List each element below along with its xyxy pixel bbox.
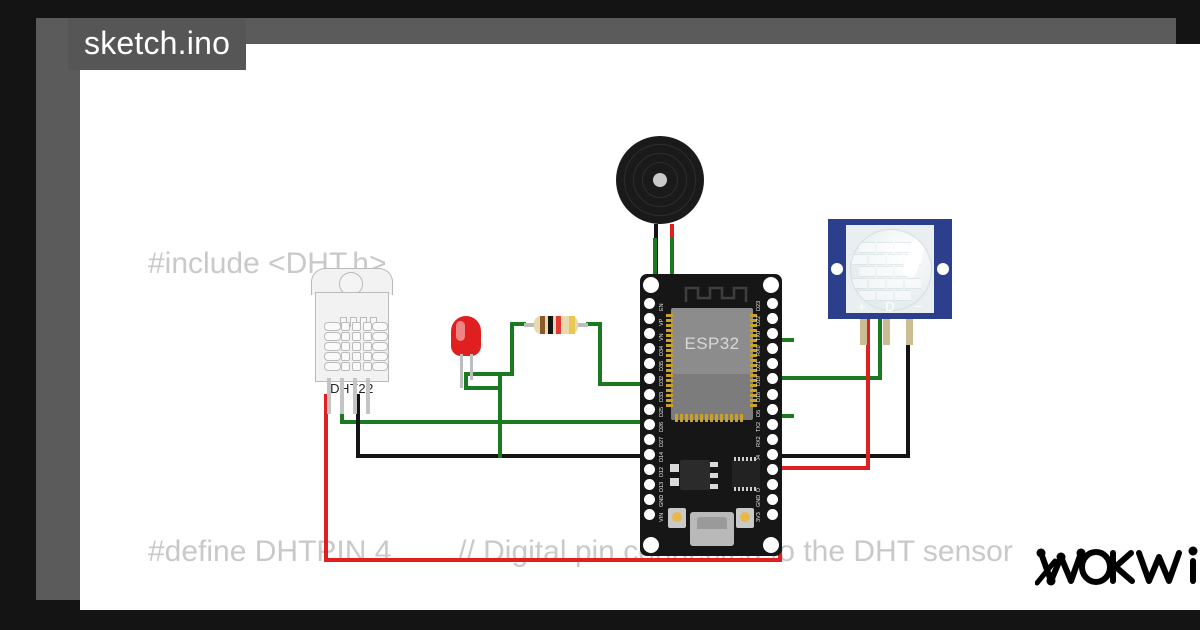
buzzer-ring xyxy=(642,162,678,198)
board-mount-hole xyxy=(643,277,659,293)
resistor-band xyxy=(556,316,561,334)
dht22-body: DHT22 xyxy=(315,292,389,396)
pin-label: D13 xyxy=(659,482,665,493)
pin-label: D25 xyxy=(659,406,665,417)
buzzer-ring xyxy=(633,153,687,207)
pin-label: VIN xyxy=(659,513,665,523)
wifi-antenna-icon xyxy=(684,286,748,302)
pin-label: VP xyxy=(659,318,665,327)
esp32-solder-pads xyxy=(750,314,757,407)
pin-label: VN xyxy=(659,333,665,342)
esp32-solder-pads xyxy=(675,414,743,422)
esp32-solder-pads xyxy=(666,314,673,407)
usb-port-icon xyxy=(690,512,734,546)
component-layer: DHT22 xyxy=(80,44,1200,610)
pin-label: D18 xyxy=(756,391,762,402)
pin-label: D22 xyxy=(756,316,762,327)
resistor-band xyxy=(540,316,545,334)
file-tab-sketch-ino[interactable]: sketch.ino xyxy=(68,18,247,70)
boot-button[interactable] xyxy=(668,508,686,528)
esp32-board-component[interactable]: ESP32 xyxy=(640,274,782,556)
resistor-lead xyxy=(576,323,588,327)
regulator-pad xyxy=(710,473,718,478)
pin-label: 3V3 xyxy=(756,512,762,523)
pin-label: RX0 xyxy=(756,345,762,357)
led-lead xyxy=(470,354,473,380)
buzzer-vent-hole xyxy=(653,173,667,187)
pir-pin-label-plus: + xyxy=(858,299,866,314)
board-mount-hole xyxy=(763,537,779,553)
resistor-lead xyxy=(524,323,536,327)
esp32-chip-label: ESP32 xyxy=(684,334,740,353)
pir-leads xyxy=(860,319,913,345)
code-line: #include <DHT.h> xyxy=(148,247,387,280)
pin-label: D14 xyxy=(659,451,665,462)
editor-frame: #include <DHT.h> #define DHTPIN 4 // Dig… xyxy=(36,18,1200,610)
esp32-pin-labels-left: EN VP VN D34 D35 D32 D33 D25 D26 D27 D14… xyxy=(657,300,668,522)
usb-uart-chip-icon xyxy=(732,457,760,491)
board-mount-hole xyxy=(643,537,659,553)
pin-label: D35 xyxy=(659,361,665,372)
pir-pin-label-minus: − xyxy=(914,299,922,314)
pin-label: D23 xyxy=(756,300,762,311)
pin-label: TX0 xyxy=(756,331,762,342)
resistor-band xyxy=(548,316,553,334)
pin-label: GND xyxy=(756,494,762,508)
pin-label: D12 xyxy=(659,466,665,478)
pin-label: D19 xyxy=(756,376,762,387)
pin-label: D32 xyxy=(659,376,665,387)
pir-pin-label-data: D xyxy=(885,299,895,314)
led-component[interactable] xyxy=(451,316,481,388)
pin-label: D34 xyxy=(659,346,665,357)
dht22-component[interactable]: DHT22 xyxy=(311,268,393,414)
pin-label: D33 xyxy=(659,391,665,402)
pin-label: GND xyxy=(659,494,665,508)
pin-label: EN xyxy=(659,303,665,311)
pir-mount-hole xyxy=(937,263,949,275)
wokwi-logo xyxy=(1035,539,1200,591)
esp32-header-right[interactable] xyxy=(767,298,778,521)
regulator-pad xyxy=(670,478,679,486)
dht22-leads xyxy=(327,378,370,414)
buzzer-component[interactable] xyxy=(616,136,704,224)
pin-label: D5 xyxy=(756,409,762,417)
buzzer-ring xyxy=(624,144,696,216)
voltage-regulator-icon xyxy=(680,460,710,490)
wokwi-logo-icon xyxy=(1035,546,1198,586)
pir-pcb: + D − xyxy=(828,219,952,319)
enable-button[interactable] xyxy=(736,508,754,528)
pir-sensor-component[interactable]: + D − xyxy=(828,219,952,345)
led-lead xyxy=(460,354,463,388)
pin-label: D26 xyxy=(659,421,665,432)
resistor-component[interactable] xyxy=(524,316,588,334)
board-mount-hole xyxy=(763,277,779,293)
regulator-pad xyxy=(710,462,718,467)
led-bulb xyxy=(451,316,481,356)
regulator-pad xyxy=(710,484,718,489)
dht22-grille xyxy=(324,322,388,371)
pir-mount-hole xyxy=(831,263,843,275)
pir-fresnel-dome xyxy=(850,229,932,311)
pir-pin-labels: + D − xyxy=(858,299,922,314)
pin-label: RX2 xyxy=(756,436,762,447)
esp32-shield-lower xyxy=(671,374,753,420)
pin-label: TX2 xyxy=(756,421,762,432)
resistor-band xyxy=(569,316,575,334)
pin-label: D27 xyxy=(659,436,665,447)
diagram-canvas[interactable]: #include <DHT.h> #define DHTPIN 4 // Dig… xyxy=(80,44,1200,610)
esp32-header-left[interactable] xyxy=(644,298,655,521)
regulator-pad xyxy=(670,464,679,472)
pin-label: D21 xyxy=(756,361,762,372)
